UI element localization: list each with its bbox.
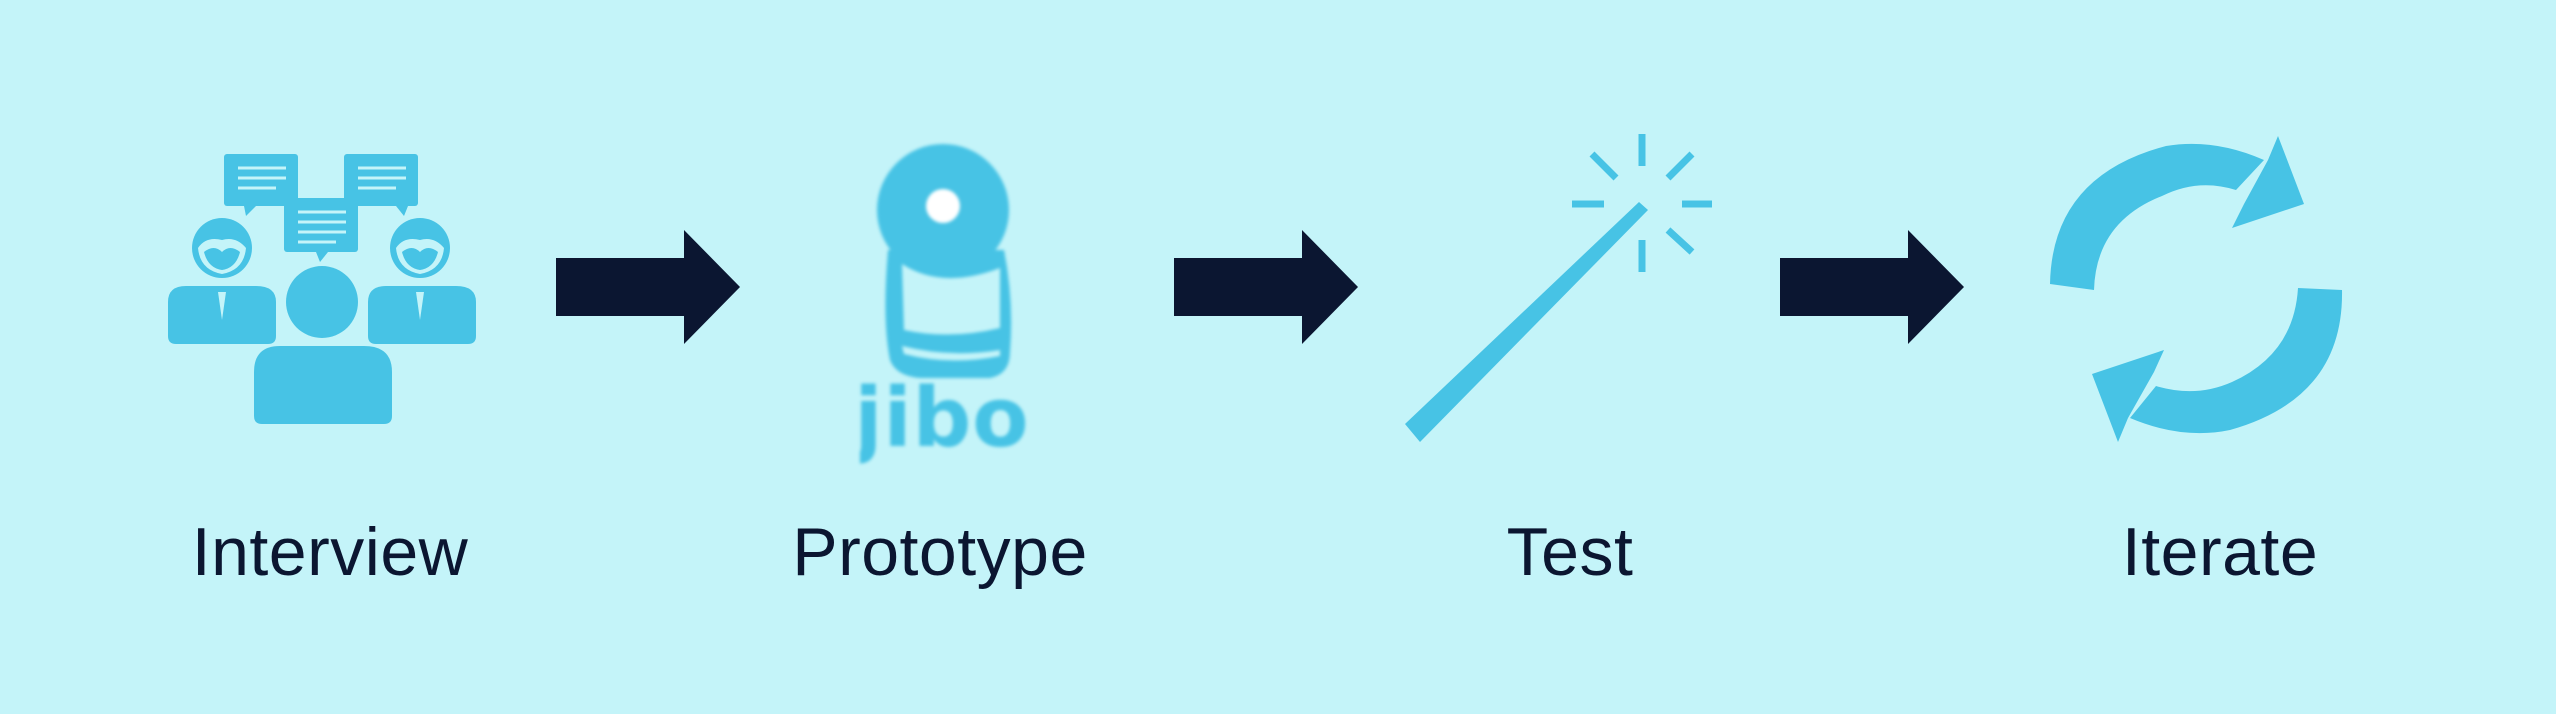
step-label-test: Test [1506, 514, 1634, 590]
right-arrow-icon [1174, 230, 1358, 344]
refresh-cycle-icon [2050, 136, 2343, 442]
step-label-prototype: Prototype [792, 514, 1088, 590]
jibo-logo-text: jibo [860, 371, 1030, 466]
magic-wand-icon [1405, 134, 1712, 442]
step-label-interview: Interview [191, 514, 469, 590]
right-arrow-icon [556, 230, 740, 344]
people-speech-bubbles-icon [168, 154, 476, 424]
right-arrow-icon [1780, 230, 1964, 344]
step-label-iterate: Iterate [2121, 514, 2319, 590]
jibo-robot-logo: jibo [860, 144, 1030, 466]
